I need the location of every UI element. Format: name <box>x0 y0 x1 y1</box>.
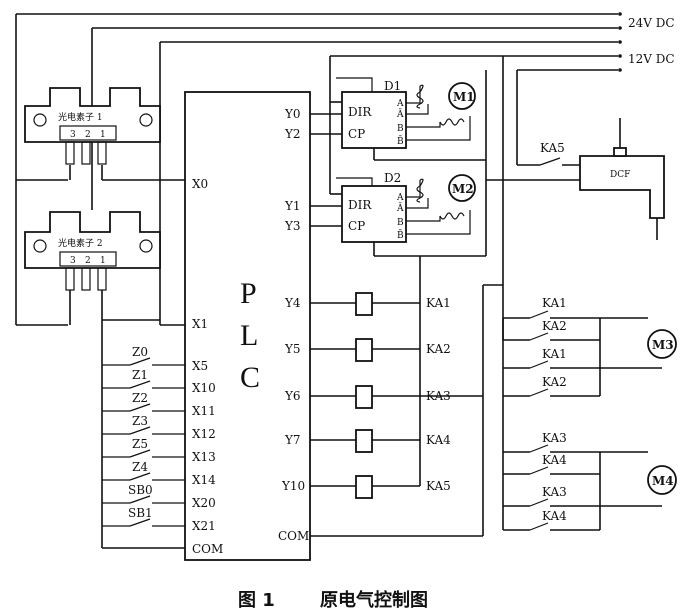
motor-m1-label: M1 <box>453 90 475 104</box>
sensor-1-pin-1: 1 <box>100 130 106 140</box>
m4-contact-2-label: KA4 <box>542 453 567 467</box>
plc-input-x20: X20 <box>192 496 216 510</box>
m4-contact-3-label: KA3 <box>542 485 567 499</box>
switch-z2-label: Z2 <box>132 391 148 405</box>
driver-d1-phase-b: B <box>397 124 404 134</box>
sensor-2-pin-2: 2 <box>85 256 91 266</box>
sensor-1-pin-2: 2 <box>85 130 91 140</box>
driver-d2-name: D2 <box>384 171 401 185</box>
valve-dcf-label: DCF <box>610 170 630 180</box>
plc-input-x1: X1 <box>192 317 208 331</box>
plc-input-x0: X0 <box>192 177 208 191</box>
valve-circuit: KA5 DCF <box>486 70 665 240</box>
driver-d1-phase-a: A <box>396 99 404 109</box>
switch-z1-label: Z1 <box>132 368 148 382</box>
motor-m4-circuit: KA3 KA4 KA3 KA4 M4 <box>502 396 677 531</box>
caption-title: 原电气控制图 <box>320 589 428 611</box>
input-switches: Z0 Z1 Z2 Z3 Z5 Z4 SB0 SB1 <box>101 320 185 549</box>
driver-d2-phase-b: B <box>397 218 404 228</box>
driver-d1-phase-a-bar: Ā <box>396 108 404 120</box>
switch-sb0-label: SB0 <box>128 483 153 497</box>
supply-24v-label: 24V DC <box>628 16 675 30</box>
plc-letter-l: L <box>240 319 258 352</box>
m3-contact-1-label: KA1 <box>542 296 567 310</box>
figure-caption: 图 1 原电气控制图 <box>238 589 428 611</box>
driver-d1-dir: DIR <box>348 105 372 119</box>
plc-letter-p: P <box>240 277 257 310</box>
driver-d2: D2 DIR CP A Ā B B̄ M2 <box>310 102 487 257</box>
plc-output-com: COM <box>278 529 309 543</box>
relay-ka2-label: KA2 <box>426 342 451 356</box>
plc-output-y4: Y4 <box>284 296 301 310</box>
plc-output-y1: Y1 <box>284 199 301 213</box>
driver-d2-cp: CP <box>348 219 365 233</box>
plc-block: P L C X0 X1 X5 X10 X11 X12 X13 X14 X20 X… <box>184 91 311 561</box>
motor-m4-label: M4 <box>652 474 674 488</box>
switch-sb1-label: SB1 <box>128 506 153 520</box>
relay-ka4-label: KA4 <box>426 433 451 447</box>
m4-contact-4-label: KA4 <box>542 509 567 523</box>
motor-m3-circuit: KA1 KA2 KA1 KA2 M3 <box>420 56 677 536</box>
output-relays: KA1 KA2 KA3 KA4 KA5 <box>310 256 483 537</box>
plc-input-x13: X13 <box>192 450 216 464</box>
sensor-1-label: 光电素子 1 <box>58 111 103 123</box>
valve-contact-ka5-label: KA5 <box>540 141 565 155</box>
photo-sensor-1: 光电素子 1 3 2 1 <box>24 87 161 165</box>
switch-z4-label: Z4 <box>132 460 148 474</box>
driver-d2-phase-b-bar: B̄ <box>397 229 404 241</box>
sensor-1-pin-3: 3 <box>70 130 76 140</box>
supply-12v-label: 12V DC <box>628 52 675 66</box>
plc-input-x10: X10 <box>192 381 216 395</box>
plc-output-y6: Y6 <box>284 389 301 403</box>
m4-contact-1-label: KA3 <box>542 431 567 445</box>
motor-m3-label: M3 <box>652 338 674 352</box>
relay-ka5-label: KA5 <box>426 479 451 493</box>
plc-input-com: COM <box>192 542 223 556</box>
m3-contact-2-label: KA2 <box>542 319 567 333</box>
driver-d1-name: D1 <box>384 79 401 93</box>
switch-z5-label: Z5 <box>132 437 148 451</box>
driver-d2-phase-a: A <box>396 193 404 203</box>
m3-contact-4-label: KA2 <box>542 375 567 389</box>
sensor-2-label: 光电素子 2 <box>58 237 103 249</box>
switch-z3-label: Z3 <box>132 414 148 428</box>
plc-output-y0: Y0 <box>284 107 301 121</box>
plc-output-y7: Y7 <box>284 433 301 447</box>
sensor-2-pin-3: 3 <box>70 256 76 266</box>
photo-sensor-2: 光电素子 2 3 2 1 <box>24 211 161 291</box>
plc-input-x12: X12 <box>192 427 216 441</box>
driver-d2-phase-a-bar: Ā <box>396 202 404 214</box>
sensor-2-pin-1: 1 <box>100 256 106 266</box>
driver-d1: D1 DIR CP A Ā B B̄ M1 <box>310 56 487 161</box>
plc-letter-c: C <box>240 361 260 394</box>
m3-contact-3-label: KA1 <box>542 347 567 361</box>
driver-d2-dir: DIR <box>348 198 372 212</box>
driver-d1-phase-b-bar: B̄ <box>397 135 404 147</box>
plc-output-y2: Y2 <box>284 127 301 141</box>
plc-output-y10: Y10 <box>281 479 305 493</box>
plc-output-y3: Y3 <box>284 219 301 233</box>
driver-d1-cp: CP <box>348 127 365 141</box>
left-wiring <box>15 14 185 326</box>
caption-number: 图 1 <box>238 590 275 611</box>
plc-input-x11: X11 <box>192 404 216 418</box>
motor-m2-label: M2 <box>452 182 474 196</box>
plc-input-x21: X21 <box>192 519 216 533</box>
plc-input-x5: X5 <box>192 359 208 373</box>
plc-output-y5: Y5 <box>284 342 301 356</box>
switch-z0-label: Z0 <box>132 345 148 359</box>
relay-ka1-label: KA1 <box>426 296 451 310</box>
plc-input-x14: X14 <box>192 473 216 487</box>
supply-rails: 24V DC 12V DC <box>16 12 675 72</box>
